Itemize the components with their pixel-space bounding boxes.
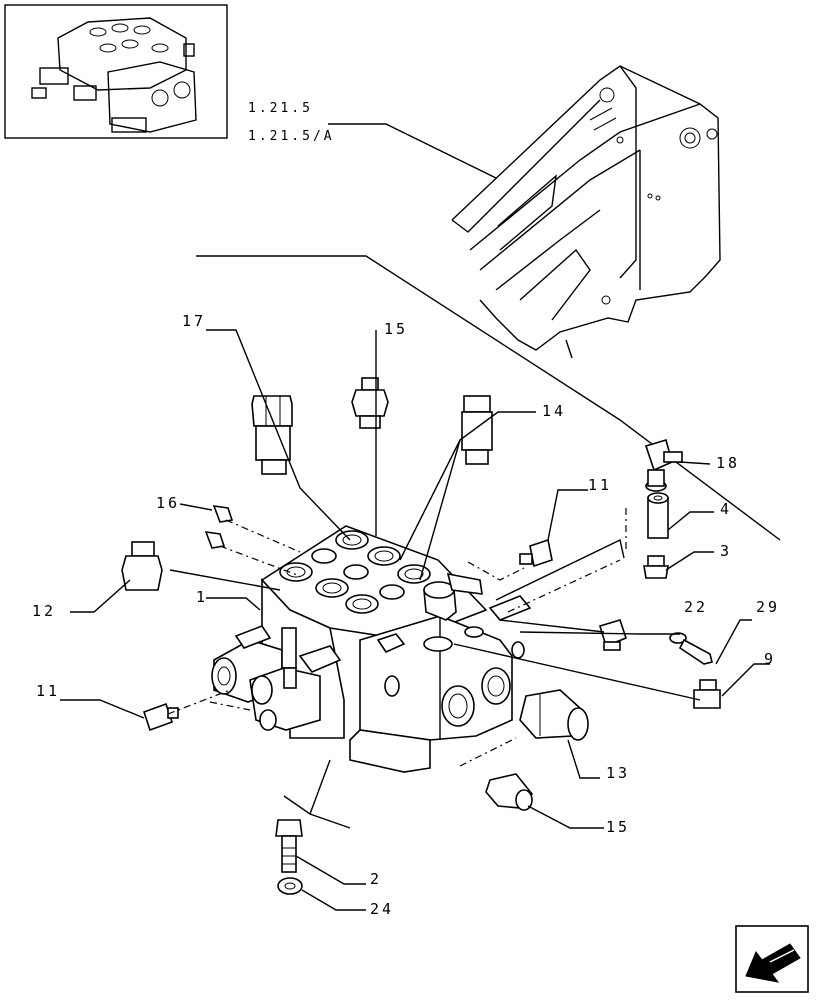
callout-labels: 17 15 14 18 16 11 4 3 12 1 22 29 9 11 13… [32,312,780,918]
callout-22: 22 [684,598,708,616]
callout-12: 12 [32,602,56,620]
fitting-12[interactable] [121,541,163,591]
assembly-centerlines [167,508,627,767]
fitting-22[interactable] [599,619,627,651]
callout-14: 14 [542,402,566,420]
bolt-2[interactable] [275,819,303,873]
fitting-15-bottom[interactable] [485,773,534,811]
valve-assembly-thumbnail [31,17,197,133]
callout-16: 16 [156,494,180,512]
nipple-fitting-3[interactable] [643,555,669,579]
reference-labels: 1.21.5 1.21.5/A [248,101,335,144]
callout-24: 24 [370,900,394,918]
callout-11-left: 11 [36,682,60,700]
callout-2: 2 [370,870,382,888]
plug-9[interactable] [693,679,721,709]
reference-label-2[interactable]: 1.21.5/A [248,129,335,144]
fitting-11-right[interactable] [519,538,553,568]
loader-arm-frame [451,65,721,351]
leader-lines [60,329,770,911]
guide-line-right [196,255,781,541]
fitting-11-left[interactable] [142,702,179,732]
callout-15-bottom: 15 [606,818,630,836]
guide-line-tick [565,339,573,359]
callout-18: 18 [716,454,740,472]
callout-4: 4 [720,500,732,518]
fitting-15-top[interactable] [351,377,389,429]
adapter-fitting-17[interactable] [251,395,293,475]
callout-11-right: 11 [588,476,612,494]
callout-1: 1 [196,588,208,606]
elbow-fitting-18[interactable] [644,438,683,492]
spacer-tube-4[interactable] [647,492,669,539]
cable-tie-29[interactable] [669,632,713,665]
control-valve-block[interactable] [211,525,532,773]
washer-24[interactable] [277,877,303,895]
callout-15-top: 15 [384,320,408,338]
fitting-16[interactable] [204,505,234,549]
thumbnail-frame[interactable] [4,4,228,139]
check-valve-14[interactable] [461,395,493,465]
reference-label-1[interactable]: 1.21.5 [248,101,313,116]
fitting-13[interactable] [519,689,589,741]
reference-leader [328,123,497,179]
arrow-back-icon[interactable] [735,925,809,993]
callout-9: 9 [764,650,776,668]
callout-13: 13 [606,764,630,782]
callout-17: 17 [182,312,206,330]
callout-29: 29 [756,598,780,616]
callout-3: 3 [720,542,732,560]
